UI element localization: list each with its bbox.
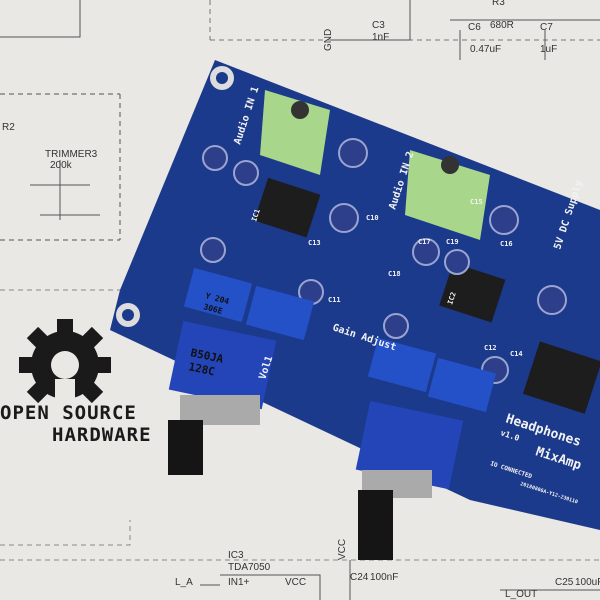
- shape: [537, 285, 567, 315]
- ic1: [254, 177, 321, 238]
- shape: [383, 313, 409, 339]
- label-c13: C13: [308, 239, 321, 247]
- shape: [183, 267, 253, 323]
- shape: [367, 337, 437, 393]
- shape: [489, 205, 519, 235]
- volume-pot-1: [168, 320, 277, 410]
- shape: [412, 238, 440, 266]
- label: 1uF: [540, 44, 557, 55]
- shape: [202, 145, 228, 171]
- shape: [0, 93, 121, 241]
- label: GND: [323, 29, 334, 51]
- label: VCC: [337, 539, 348, 560]
- open-source-hardware-text: OPEN SOURCE HARDWARE: [0, 402, 152, 446]
- label: C7: [540, 22, 553, 33]
- ic2: [439, 262, 506, 323]
- label: L_OUT: [505, 589, 537, 600]
- shape: [216, 72, 228, 84]
- pcb-board: [110, 60, 600, 560]
- shape: [444, 249, 470, 275]
- audio-jack-2: [405, 150, 490, 240]
- label: C3: [372, 20, 385, 31]
- label-c19: C19: [446, 238, 459, 246]
- shape: [291, 101, 309, 119]
- shape: [95, 357, 111, 373]
- pot-1-knob-shaft: [168, 420, 203, 475]
- shape: [329, 203, 359, 233]
- label: 200k: [50, 160, 73, 171]
- shape: [55, 379, 75, 403]
- shape: [122, 309, 134, 321]
- label-c17: C17: [418, 238, 431, 246]
- shape: [19, 357, 35, 373]
- logo-line-2: HARDWARE: [52, 424, 152, 446]
- pot-2-knob-shaft: [358, 490, 393, 560]
- label: 0.47uF: [470, 44, 501, 55]
- label: 100uF: [575, 577, 600, 588]
- label-c12: C12: [484, 344, 497, 352]
- shape: [330, 0, 411, 41]
- shape: [200, 237, 226, 263]
- open-source-hardware-logo-icon: [19, 319, 111, 404]
- shape: [200, 138, 567, 384]
- shape: [209, 0, 600, 41]
- label: VCC: [285, 577, 306, 588]
- label: R2: [2, 122, 15, 133]
- label-c14: C14: [510, 350, 523, 358]
- label-c15: C15: [470, 198, 483, 206]
- shape: [0, 0, 81, 38]
- volume-pot-2: [355, 400, 464, 490]
- label-c11: C11: [328, 296, 341, 304]
- shape: [51, 351, 79, 379]
- label: 128C: [187, 360, 216, 378]
- ic3: [522, 341, 600, 414]
- shape: [200, 560, 600, 600]
- label-ic2: IC2: [446, 291, 458, 306]
- label: 1nF: [372, 32, 389, 43]
- shape: [183, 267, 497, 413]
- label: IN1+: [228, 577, 250, 588]
- shape: [338, 138, 368, 168]
- label-c18: C18: [388, 270, 401, 278]
- label: C25: [555, 577, 574, 588]
- shape: [233, 160, 259, 186]
- logo-line-1: OPEN SOURCE: [0, 402, 137, 424]
- label-ic1: IC1: [250, 208, 262, 223]
- label: TRIMMER3: [45, 149, 98, 160]
- label-c16: C16: [500, 240, 513, 248]
- shape: [450, 19, 600, 60]
- audio-jack-1: [260, 90, 330, 175]
- shape: [30, 160, 100, 220]
- label: R3: [492, 0, 505, 8]
- label: L_A: [175, 577, 193, 588]
- label: TDA7050: [228, 562, 271, 573]
- shape: [57, 319, 73, 335]
- label: C24: [350, 572, 369, 583]
- shape: [427, 357, 497, 413]
- label: IC3: [228, 550, 244, 561]
- label: 680R: [490, 20, 514, 31]
- label: 100nF: [370, 572, 398, 583]
- label: C6: [468, 22, 481, 33]
- label-c10: C10: [366, 214, 379, 222]
- shape: [245, 285, 315, 341]
- shape: [441, 156, 459, 174]
